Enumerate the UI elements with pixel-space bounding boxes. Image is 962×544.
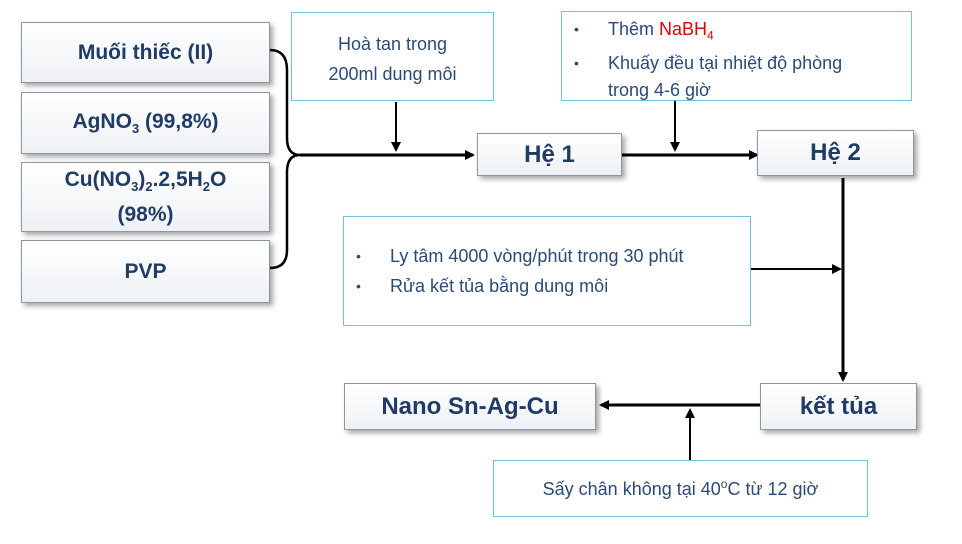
dissolve-note: Hoà tan trong 200ml dung môi [291,12,494,101]
input-copper-nitrate: Cu(NO3)2.2,5H2O (98%) [21,162,270,232]
input-agno3: AgNO3 (99,8%) [21,92,270,154]
reduction-step-add: Thêm NaBH4 [562,16,911,50]
input-tin-salt: Muối thiếc (II) [21,22,270,83]
precipitate-box: kết tủa [760,383,917,430]
drying-note: Sấy chân không tại 40oC từ 12 giờ [493,460,868,517]
centrifuge-step: Ly tâm 4000 vòng/phút trong 30 phút [344,243,750,270]
system-2: Hệ 2 [757,130,914,176]
wash-step: Rửa kết tủa bằng dung môi [344,273,750,300]
system-1: Hệ 1 [477,133,622,176]
product-box: Nano Sn-Ag-Cu [344,383,596,430]
input-pvp: PVP [21,240,270,303]
centrifuge-note: Ly tâm 4000 vòng/phút trong 30 phút Rửa … [343,216,751,326]
reduction-note: Thêm NaBH4 Khuấy đều tại nhiệt độ phòngt… [561,11,912,101]
